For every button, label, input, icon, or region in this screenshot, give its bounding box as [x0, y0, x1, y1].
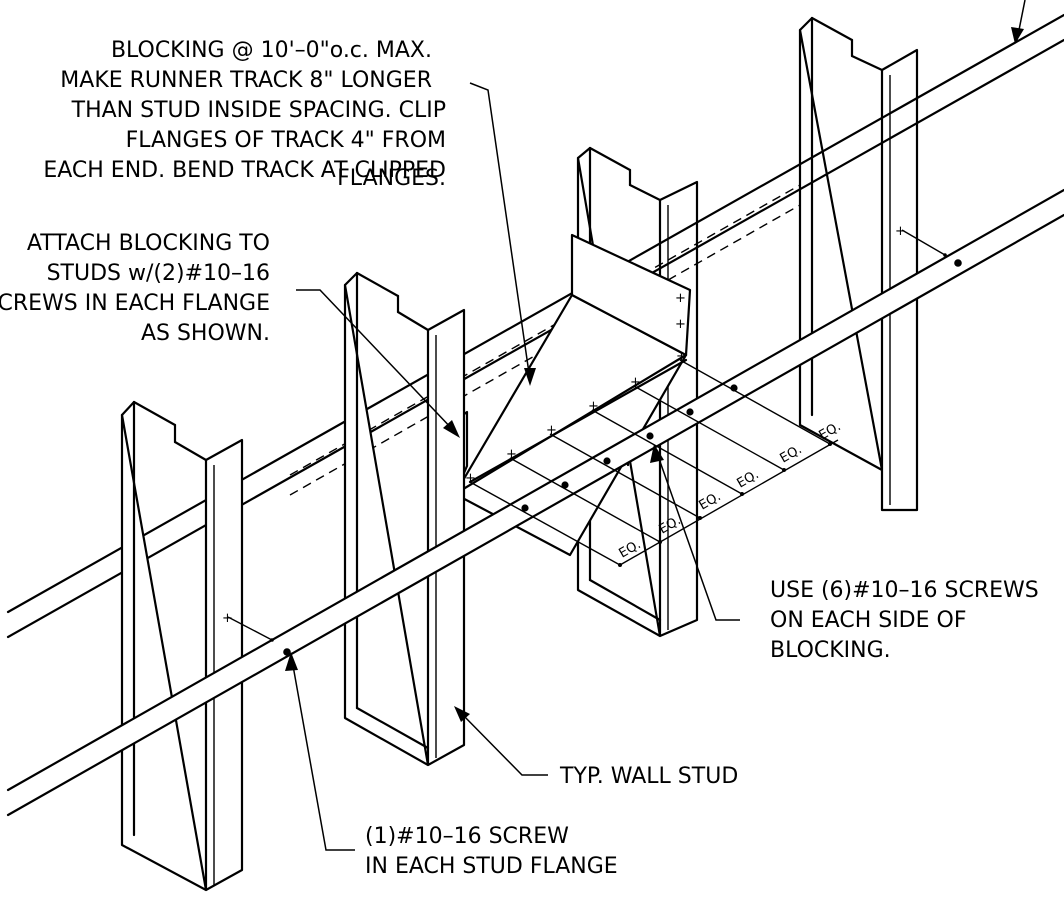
note-blocking-line-4: FLANGES OF TRACK 4" FROM [126, 128, 446, 153]
note-screws-line-2: ON EACH SIDE OF [770, 608, 967, 633]
note-attach-line-4: AS SHOWN. [141, 321, 270, 346]
eq-label-3: EQ. [697, 489, 724, 513]
svg-text:+: + [630, 375, 641, 390]
note-blocking-line-3: THAN STUD INSIDE SPACING. CLIP [71, 98, 446, 123]
svg-text:+: + [895, 224, 906, 239]
svg-text:+: + [465, 471, 476, 486]
runner-track-front [6, 188, 1064, 817]
note-wall-stud-line-1: TYP. WALL STUD [559, 764, 738, 789]
note-use-screws: USE (6)#10–16 SCREWS ON EACH SIDE OF BLO… [770, 578, 1039, 663]
screw-projection-lines: + + [222, 224, 946, 641]
note-attach-line-1: ATTACH BLOCKING TO [27, 231, 270, 256]
svg-text:+: + [588, 399, 599, 414]
note-screws-line-1: USE (6)#10–16 SCREWS [770, 578, 1039, 603]
wall-stud-center [576, 146, 699, 638]
svg-text:+: + [676, 349, 687, 364]
leader-lines [285, 0, 1026, 851]
wall-stud-far-right [798, 16, 919, 512]
note-attach-blocking: ATTACH BLOCKING TO STUDS w/(2)#10–16 SCR… [0, 231, 270, 346]
note-flange-line-1: (1)#10–16 SCREW [365, 824, 569, 849]
wall-stud-left [120, 400, 244, 892]
note-screws-line-3: BLOCKING. [770, 638, 891, 663]
note-blocking-line-2: MAKE RUNNER TRACK 8" LONGER [60, 68, 432, 93]
eq-label-5: EQ. [778, 442, 805, 466]
svg-text:+: + [546, 423, 557, 438]
note-attach-line-2: STUDS w/(2)#10–16 [47, 261, 270, 286]
note-blocking-line-5: EACH END. BEND TRACK AT CLIPPED [43, 158, 446, 183]
svg-text:+: + [506, 447, 517, 462]
note-flange-line-2: IN EACH STUD FLANGE [365, 854, 618, 879]
wall-stud-middle-left [343, 271, 466, 767]
note-attach-line-3: SCREWS IN EACH FLANGE [0, 291, 270, 316]
svg-text:+: + [675, 317, 686, 332]
note-stud-flange-screw: (1)#10–16 SCREW IN EACH STUD FLANGE [365, 824, 618, 879]
svg-text:+: + [675, 291, 686, 306]
note-blocking-line-6-visible: FLANGES. [337, 166, 446, 191]
note-blocking-line-1: BLOCKING @ 10'–0"o.c. MAX. [111, 38, 432, 63]
runner-track-blocking: + + + + + + + + + + [447, 233, 692, 557]
eq-label-4: EQ. [735, 467, 762, 491]
svg-text:+: + [222, 611, 233, 626]
note-blocking-spacing: BLOCKING @ 10'–0"o.c. MAX. MAKE RUNNER T… [43, 38, 446, 191]
note-wall-stud: TYP. WALL STUD [559, 764, 738, 789]
